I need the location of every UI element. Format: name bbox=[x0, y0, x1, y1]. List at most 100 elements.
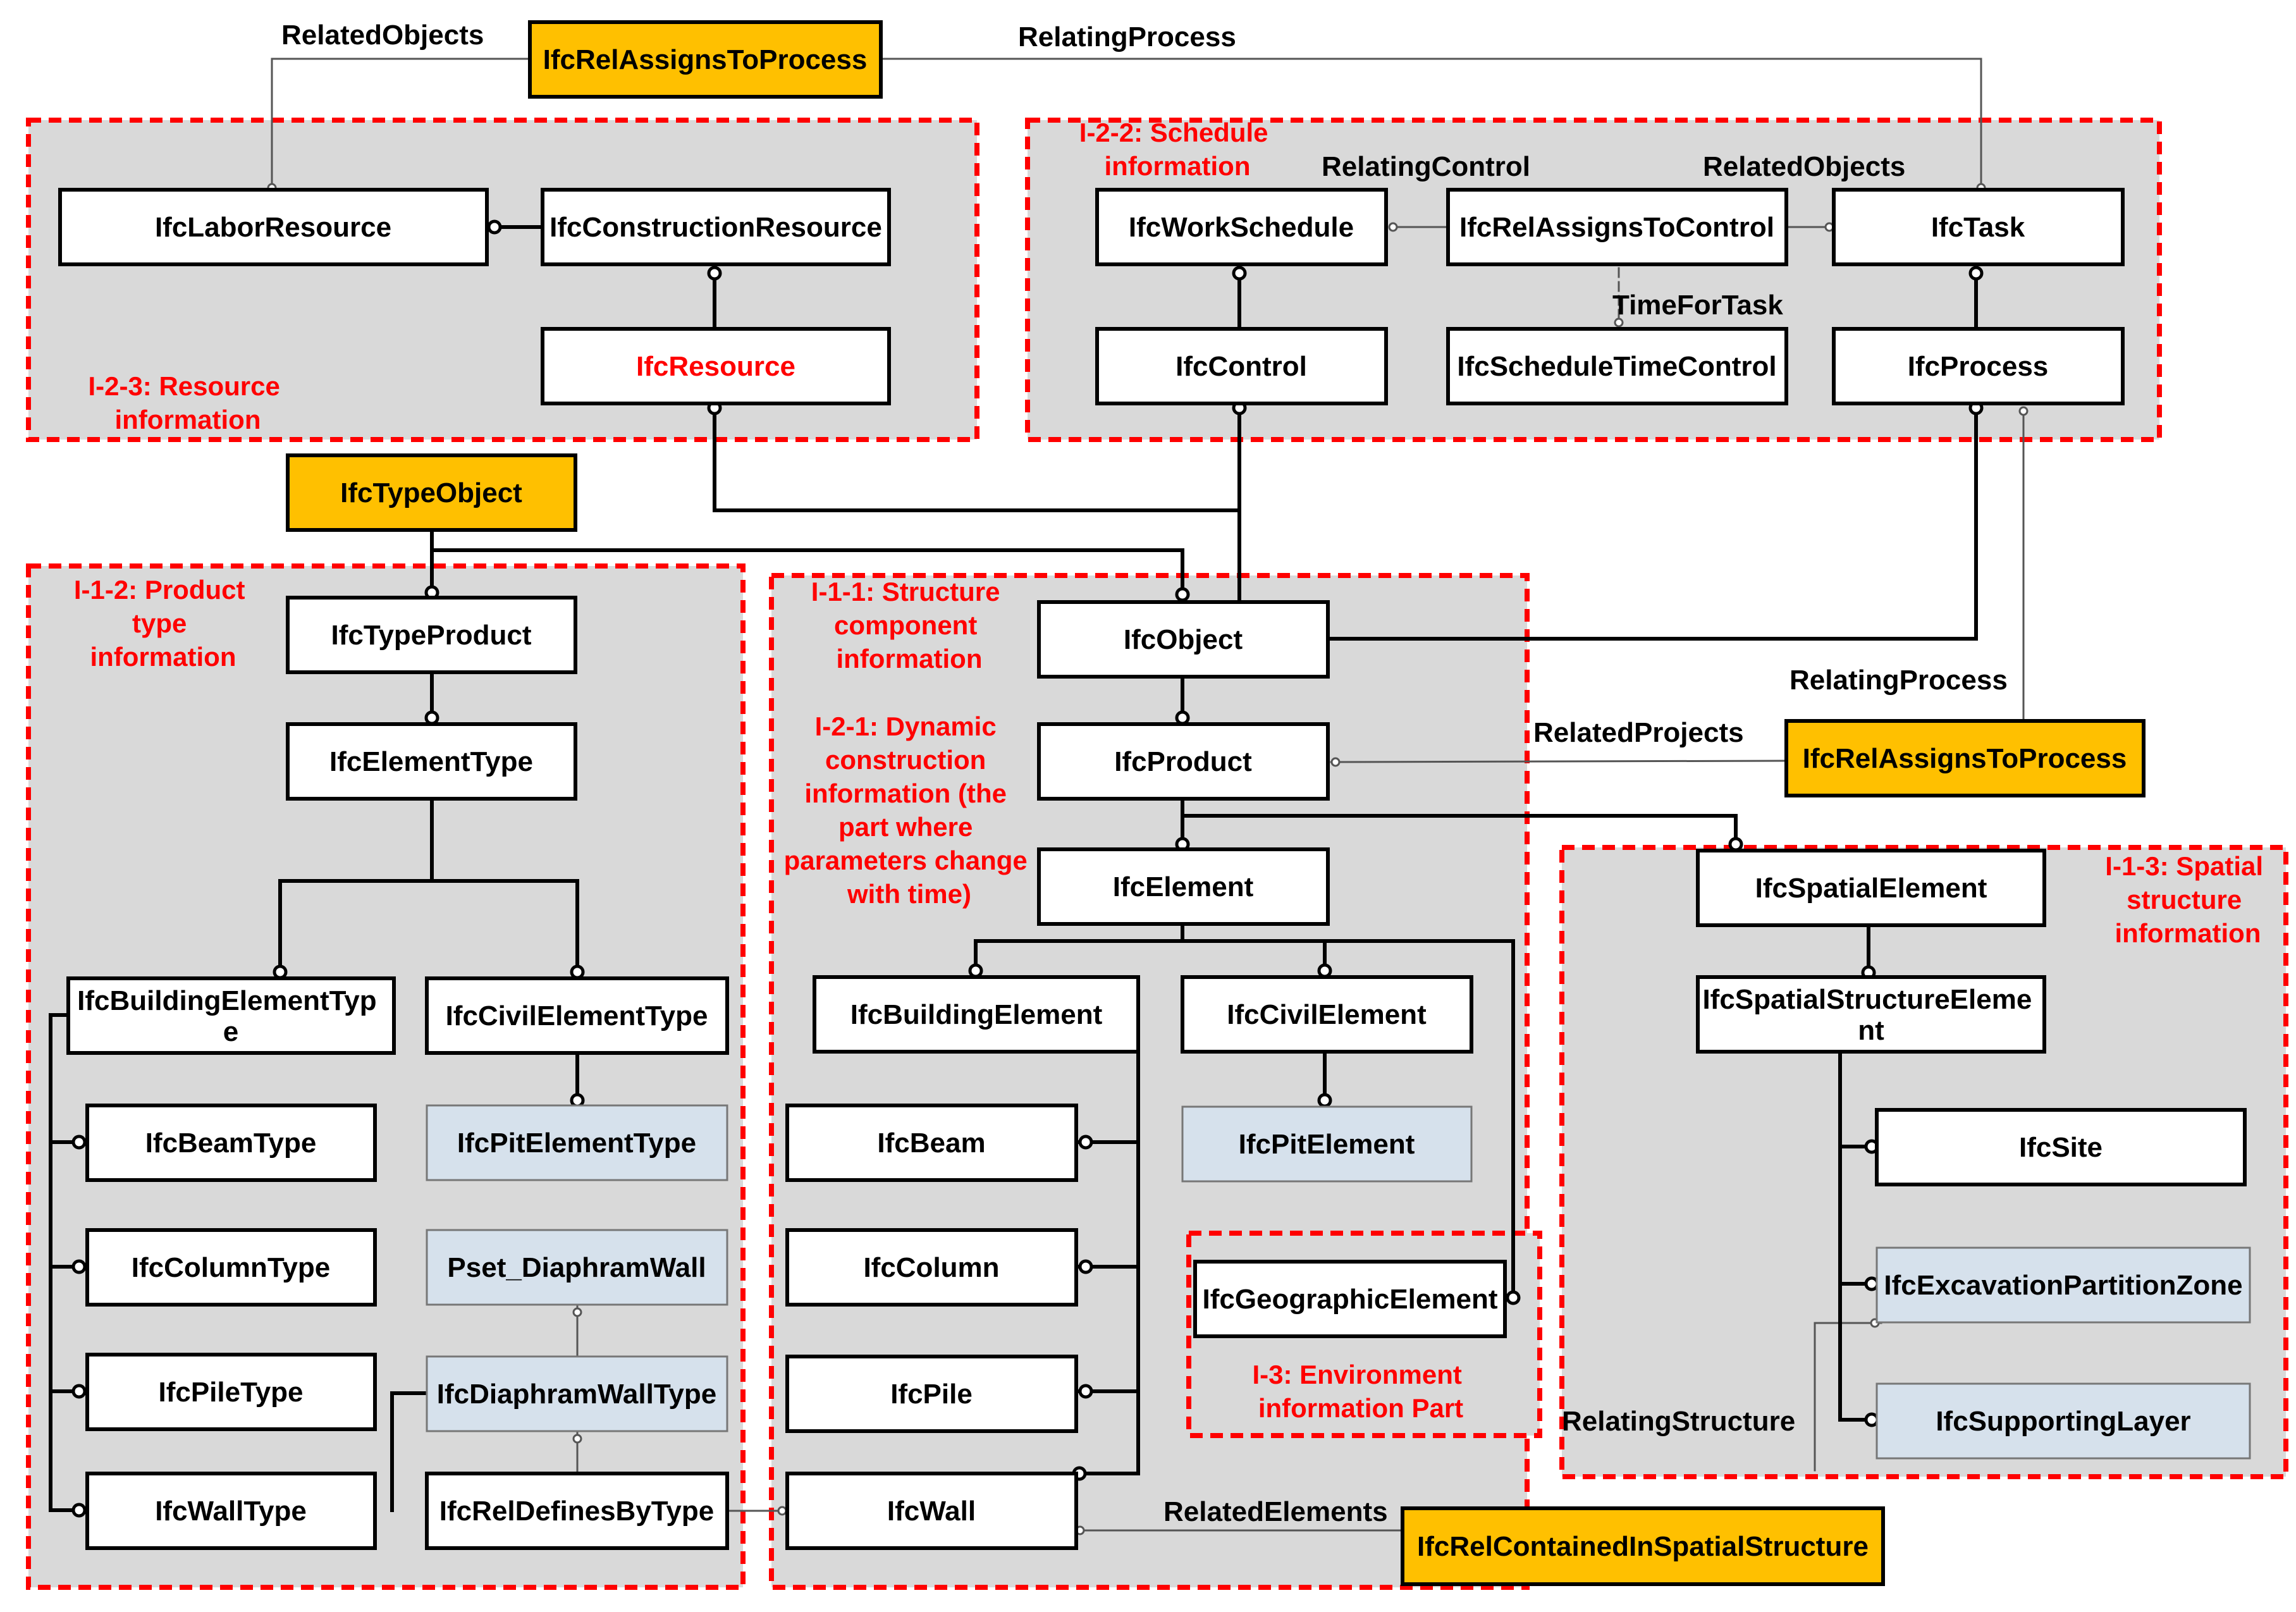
label-relating-process-top: RelatingProcess bbox=[1018, 22, 1236, 52]
node-rel-assigns-to-process-top[interactable]: IfcRelAssignsToProcess bbox=[528, 20, 883, 99]
node-pit-element-type[interactable]: IfcPitElementType bbox=[426, 1104, 728, 1181]
line-element-geographic bbox=[1181, 939, 1515, 1300]
nodes: IfcRelAssignsToProcess IfcLaborResource … bbox=[58, 20, 2251, 1586]
node-box bbox=[785, 1228, 1078, 1307]
node-site[interactable]: IfcSite bbox=[1875, 1108, 2247, 1186]
node-label: IfcCivilElementType bbox=[446, 1000, 708, 1031]
node-box bbox=[1037, 600, 1330, 679]
node-schedule-time-control[interactable]: IfcScheduleTimeControl bbox=[1446, 327, 1788, 405]
node-box bbox=[528, 20, 883, 99]
node-rel-defines-by-type[interactable]: IfcRelDefinesByType bbox=[425, 1472, 729, 1550]
node-labor-resource[interactable]: IfcLaborResource bbox=[58, 188, 489, 266]
node-excavation-partition-zone[interactable]: IfcExcavationPartitionZone bbox=[1875, 1246, 2251, 1324]
node-geographic-element[interactable]: IfcGeographicElement bbox=[1193, 1260, 1507, 1338]
node-label: IfcSpatialStructureEleme nt bbox=[1702, 984, 2039, 1046]
node-box bbox=[541, 327, 891, 405]
node-box bbox=[1095, 327, 1388, 405]
end-circle bbox=[707, 266, 722, 281]
node-resource[interactable]: IfcResource bbox=[541, 327, 891, 405]
end-circle-small bbox=[1388, 222, 1398, 232]
node-wall[interactable]: IfcWall bbox=[785, 1472, 1078, 1550]
relationship-labels: RelatedObjects RelatingProcess RelatingC… bbox=[281, 20, 2008, 1527]
node-element-type[interactable]: IfcElementType bbox=[286, 722, 577, 801]
end-circle bbox=[1317, 1093, 1332, 1108]
node-label: IfcElementType bbox=[329, 746, 533, 777]
end-circle bbox=[1175, 710, 1190, 725]
group-structure-title: I-1-1: Structure component information bbox=[811, 577, 1007, 674]
node-label: IfcProduct bbox=[1114, 746, 1252, 777]
node-rel-assigns-to-control[interactable]: IfcRelAssignsToControl bbox=[1446, 188, 1788, 266]
label-related-elements: RelatedElements bbox=[1163, 1496, 1388, 1527]
end-circle-small bbox=[1330, 757, 1341, 767]
node-wall-type[interactable]: IfcWallType bbox=[85, 1472, 377, 1550]
node-building-element-type[interactable]: IfcBuildingElementTyp e bbox=[66, 976, 396, 1055]
node-label: IfcWall bbox=[887, 1496, 976, 1527]
node-pile-type[interactable]: IfcPileType bbox=[85, 1353, 377, 1431]
node-box bbox=[1784, 719, 2146, 797]
node-product[interactable]: IfcProduct bbox=[1037, 722, 1330, 801]
node-pit-element[interactable]: IfcPitElement bbox=[1181, 1105, 1473, 1183]
end-circle bbox=[71, 1503, 87, 1518]
node-process[interactable]: IfcProcess bbox=[1832, 327, 2125, 405]
node-label: IfcDiaphramWallType bbox=[437, 1379, 717, 1410]
end-circle bbox=[1728, 837, 1743, 852]
node-label: IfcSpatialElement bbox=[1755, 873, 1987, 904]
end-circle bbox=[570, 1093, 585, 1108]
group-product-type-title: I-1-2: Product type information bbox=[74, 575, 252, 672]
node-civil-element-type[interactable]: IfcCivilElementType bbox=[425, 976, 729, 1055]
node-label: IfcColumnType bbox=[132, 1252, 331, 1283]
end-circle bbox=[968, 963, 983, 978]
node-box bbox=[425, 976, 729, 1055]
end-circle bbox=[1317, 963, 1332, 978]
node-box bbox=[1181, 975, 1473, 1054]
node-civil-element[interactable]: IfcCivilElement bbox=[1181, 975, 1473, 1054]
thin-associations bbox=[271, 58, 2025, 1532]
node-spatial-structure-element[interactable]: IfcSpatialStructureEleme nt bbox=[1696, 975, 2046, 1054]
node-box bbox=[1875, 1246, 2251, 1324]
node-label: IfcRelAssignsToControl bbox=[1459, 212, 1774, 243]
node-box bbox=[1193, 1260, 1507, 1338]
line-building-trunk bbox=[1077, 1050, 1140, 1475]
node-type-product[interactable]: IfcTypeProduct bbox=[286, 596, 577, 674]
node-box bbox=[85, 1228, 377, 1307]
end-circle bbox=[1078, 1135, 1093, 1150]
node-task[interactable]: IfcTask bbox=[1832, 188, 2125, 266]
node-label: IfcResource bbox=[636, 351, 795, 382]
node-rel-contained-in-spatial-structure[interactable]: IfcRelContainedInSpatialStructure bbox=[1401, 1506, 1885, 1586]
node-building-element[interactable]: IfcBuildingElement bbox=[813, 975, 1140, 1054]
node-column[interactable]: IfcColumn bbox=[785, 1228, 1078, 1307]
node-work-schedule[interactable]: IfcWorkSchedule bbox=[1095, 188, 1388, 266]
node-spatial-element[interactable]: IfcSpatialElement bbox=[1696, 849, 2046, 927]
node-diaphram-wall-type[interactable]: IfcDiaphramWallType bbox=[426, 1355, 728, 1432]
node-rel-assigns-to-process-right[interactable]: IfcRelAssignsToProcess bbox=[1784, 719, 2146, 797]
node-pile[interactable]: IfcPile bbox=[785, 1355, 1078, 1433]
line-resource-object bbox=[713, 400, 1241, 512]
node-supporting-layer[interactable]: IfcSupportingLayer bbox=[1875, 1382, 2251, 1460]
end-circle bbox=[1078, 1384, 1093, 1399]
node-label: IfcSite bbox=[2019, 1132, 2103, 1163]
end-circle bbox=[1078, 1259, 1093, 1274]
node-label: IfcWallType bbox=[155, 1496, 307, 1527]
node-column-type[interactable]: IfcColumnType bbox=[85, 1228, 377, 1307]
node-box bbox=[85, 1353, 377, 1431]
node-label: IfcRelContainedInSpatialStructure bbox=[1417, 1531, 1869, 1562]
node-object[interactable]: IfcObject bbox=[1037, 600, 1330, 679]
node-element[interactable]: IfcElement bbox=[1037, 847, 1330, 926]
line-walltype-diaphram bbox=[390, 1391, 429, 1512]
line-process-object bbox=[1329, 400, 1978, 641]
end-circle-small bbox=[2018, 406, 2029, 416]
node-construction-resource[interactable]: IfcConstructionResource bbox=[541, 188, 891, 266]
node-beam[interactable]: IfcBeam bbox=[785, 1104, 1078, 1182]
node-box bbox=[785, 1355, 1078, 1433]
node-beam-type[interactable]: IfcBeamType bbox=[85, 1104, 377, 1182]
node-label: IfcCivilElement bbox=[1227, 999, 1427, 1030]
node-box bbox=[1875, 1382, 2251, 1460]
node-box bbox=[785, 1472, 1078, 1550]
node-pset-diaphram-wall[interactable]: Pset_DiaphramWall bbox=[426, 1229, 728, 1306]
node-control[interactable]: IfcControl bbox=[1095, 327, 1388, 405]
node-label: IfcColumn bbox=[863, 1252, 999, 1283]
node-label: IfcWorkSchedule bbox=[1129, 212, 1354, 243]
node-type-object[interactable]: IfcTypeObject bbox=[286, 453, 577, 532]
end-circle bbox=[1175, 587, 1190, 602]
node-box bbox=[785, 1104, 1078, 1182]
